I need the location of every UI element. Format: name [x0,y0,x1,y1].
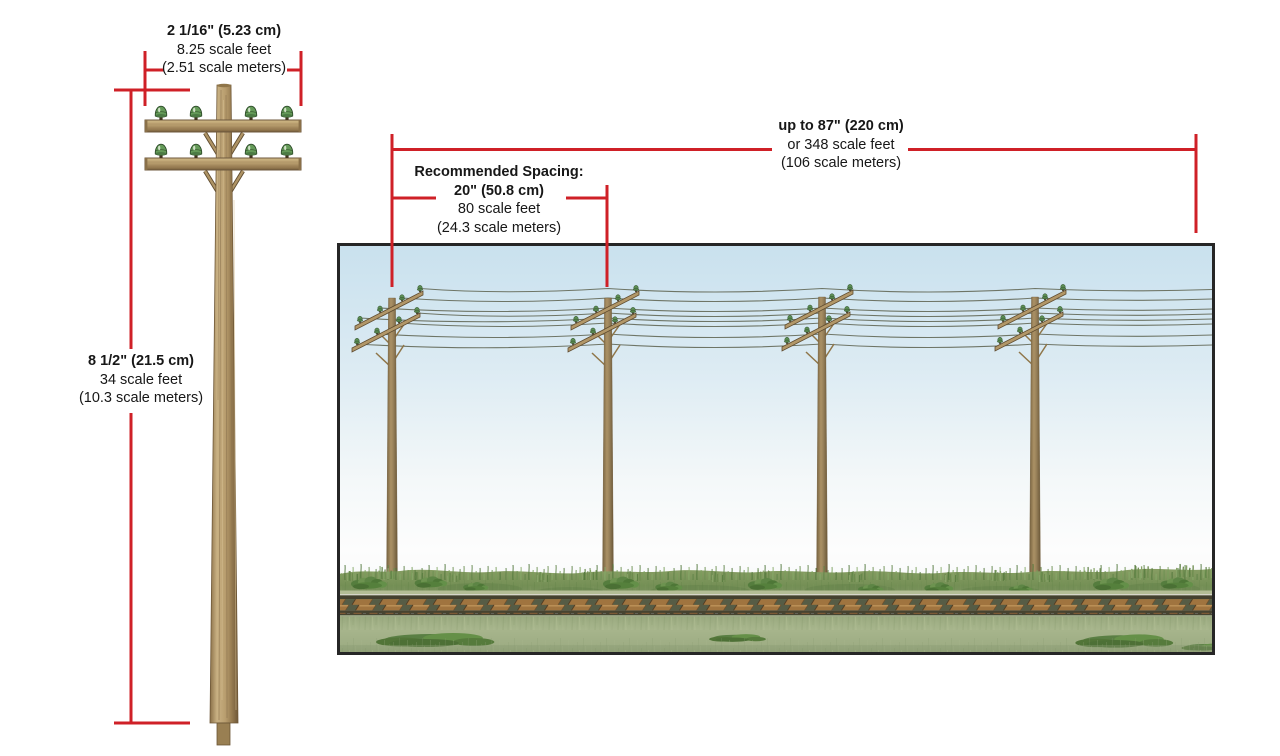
telephone-pole-illustration [144,83,302,746]
total-span-line3: (106 scale meters) [780,155,902,171]
crossarm-width-line1: 2 1/16" (5.23 cm) [166,23,282,39]
recommended-spacing-line3: 80 scale feet [457,201,541,217]
pole-height-label: 8 1/2" (21.5 cm) 34 scale feet (10.3 sca… [79,352,203,408]
total-span-line1: up to 87" (220 cm) [778,118,904,134]
spacing-dimension [392,185,609,287]
recommended-spacing-line2: 20" (50.8 cm) [454,182,544,199]
total-span-dimension [390,134,1198,287]
crossarm-upper [144,105,302,133]
railroad-track [340,590,1212,617]
crossarm-width-dimension [143,51,303,106]
crossarm-width-label: 2 1/16" (5.23 cm) 8.25 scale feet (2.51 … [162,22,286,78]
recommended-spacing-line4: (24.3 scale meters) [436,219,562,236]
pole-mounting-peg [216,722,231,746]
grass-lower [340,616,1212,652]
recommended-spacing-line1: Recommended Spacing: [414,164,584,180]
pole-height-dimension [114,88,190,725]
recommended-spacing-label: Recommended Spacing: 20" (50.8 cm) 80 sc… [414,163,583,237]
crossarm-width-line2: 8.25 scale feet [176,41,272,58]
scene-box-border [337,243,1215,655]
pole-height-line3: (10.3 scale meters) [78,390,204,406]
total-span-line2: or 348 scale feet [787,136,895,153]
total-span-label: up to 87" (220 cm) or 348 scale feet (10… [778,117,903,173]
layout-scene [337,243,1215,655]
pole-height-line1: 8 1/2" (21.5 cm) [87,353,195,369]
pole-height-line2: 34 scale feet [99,371,183,388]
crossarm-width-line3: (2.51 scale meters) [161,60,287,76]
crossarm-lower [144,143,302,171]
